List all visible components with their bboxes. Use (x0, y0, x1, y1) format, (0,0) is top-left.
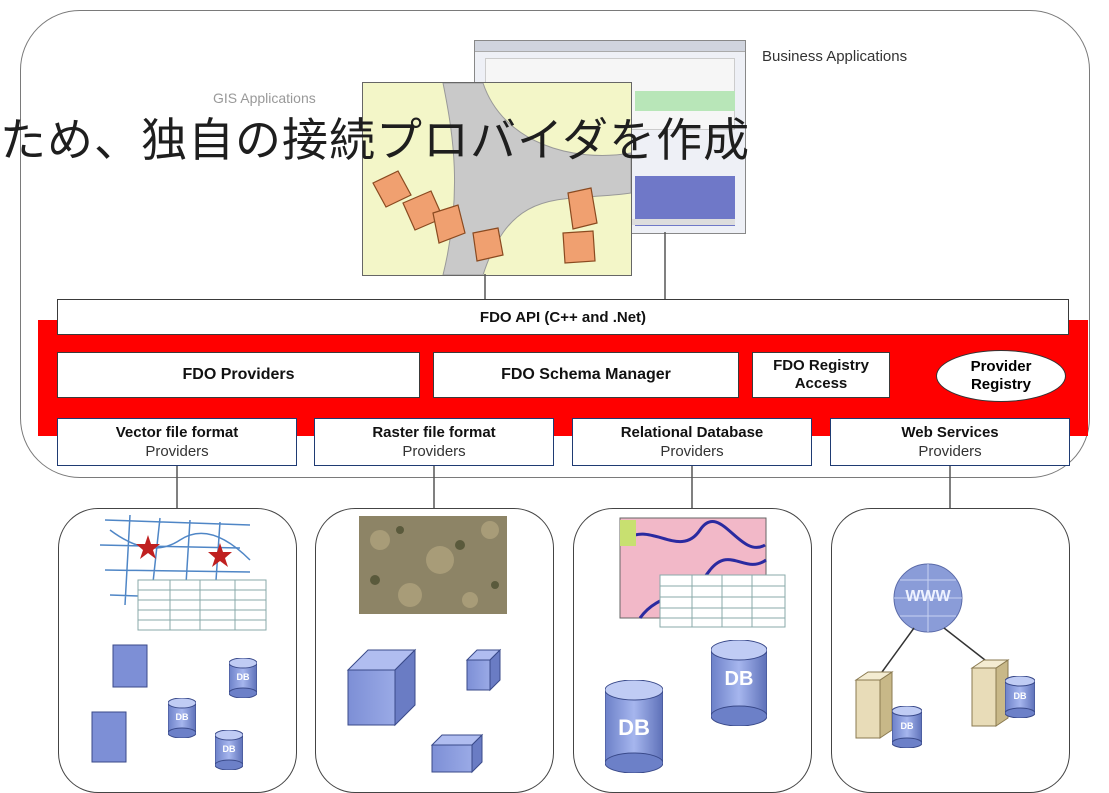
raster-cube-icon (465, 648, 502, 692)
gis-applications-label: GIS Applications (213, 90, 316, 106)
vector-provider-box: Vector file format Providers (57, 418, 297, 466)
db-label: DB (175, 712, 189, 722)
provider-sub: Providers (660, 443, 724, 460)
provider-sub: Providers (402, 443, 466, 460)
overlay-title: ため、独自の接続プロバイダを作成 (0, 113, 751, 167)
provider-sub: Providers (145, 443, 209, 460)
file-icon (112, 644, 148, 688)
provider-sub: Providers (918, 443, 982, 460)
attribute-table-icon (137, 579, 267, 631)
db-label: DB (618, 715, 650, 740)
database-icon: DB (229, 658, 257, 698)
file-icon (91, 711, 127, 763)
registry-access-line2: Access (794, 375, 848, 392)
database-icon: DB (215, 730, 243, 770)
provider-registry-line1: Provider (970, 358, 1032, 375)
web-source-panel (831, 508, 1070, 793)
fdo-providers-box: FDO Providers (57, 352, 420, 398)
server-icon (854, 671, 894, 739)
fdo-schema-manager-box: FDO Schema Manager (433, 352, 739, 398)
database-icon: DB (168, 698, 196, 738)
db-label: DB (724, 668, 754, 690)
www-label: WWW (905, 588, 951, 605)
raster-provider-box: Raster file format Providers (314, 418, 554, 466)
registry-access-line1: FDO Registry (773, 357, 869, 374)
business-applications-label: Business Applications (762, 48, 908, 65)
attribute-table-icon (659, 574, 786, 628)
provider-title: Web Services (901, 424, 999, 441)
db-label: DB (900, 721, 914, 731)
fdo-api-box: FDO API (C++ and .Net) (57, 299, 1069, 335)
database-icon: DB (605, 680, 663, 773)
raster-cube-icon (430, 733, 484, 774)
database-icon: DB (711, 640, 767, 726)
gis-map-screenshot (362, 82, 632, 276)
fdo-registry-access-box: FDO Registry Access (752, 352, 890, 398)
provider-title: Vector file format (115, 424, 239, 441)
relational-provider-box: Relational Database Providers (572, 418, 812, 466)
db-label: DB (236, 672, 250, 682)
database-icon: DB (1005, 676, 1035, 718)
provider-title: Raster file format (372, 424, 496, 441)
db-label: DB (1013, 691, 1027, 701)
star-marker-icon (136, 535, 232, 567)
db-label: DB (222, 744, 236, 754)
database-icon: DB (892, 706, 922, 748)
raster-cube-icon (346, 648, 417, 727)
web-provider-box: Web Services Providers (830, 418, 1070, 466)
server-icon (970, 659, 1010, 727)
provider-registry-ellipse: Provider Registry (936, 350, 1066, 402)
provider-title: Relational Database (620, 424, 764, 441)
provider-registry-line2: Registry (970, 376, 1031, 393)
